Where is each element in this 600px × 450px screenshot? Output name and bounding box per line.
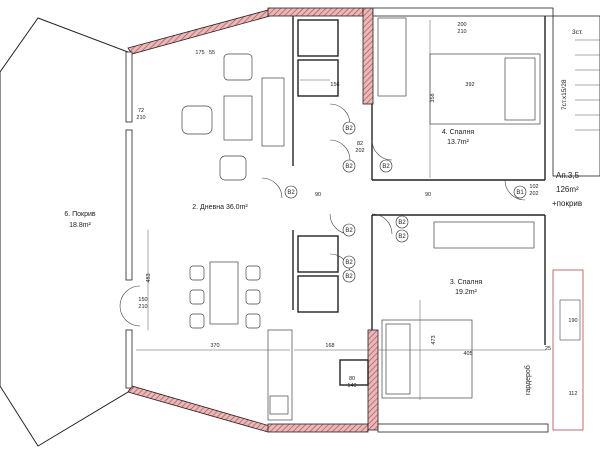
dim-210c: 210 bbox=[457, 29, 466, 35]
dim-112: 112 bbox=[569, 391, 578, 397]
dim-90b: 90 bbox=[425, 192, 431, 198]
living-name: 2. Дневна 36.0m² bbox=[192, 204, 248, 211]
living-furniture bbox=[181, 53, 293, 421]
apartment-info: Ап.3,5 126m² +покрив bbox=[552, 171, 582, 208]
dim-175: 175 bbox=[195, 50, 204, 56]
door-tag-b2-c: B2 bbox=[382, 164, 390, 170]
door-tag-b2-e: B2 bbox=[345, 228, 353, 234]
dim-156: 156 bbox=[330, 82, 339, 88]
interior-walls bbox=[292, 16, 546, 386]
dim-190: 190 bbox=[568, 318, 577, 324]
door-tag-b2-i: B2 bbox=[345, 274, 353, 280]
door-tag-b2-f: B2 bbox=[398, 220, 406, 226]
dim-72: 72 bbox=[138, 108, 144, 114]
bedroom3-area: 19.2m² bbox=[455, 289, 477, 296]
dim-358: 358 bbox=[430, 93, 436, 102]
door-tag-b2-b: B2 bbox=[345, 164, 353, 170]
dim-55: 55 bbox=[209, 50, 215, 56]
terrace-area: 6. Покрив 18.8m² bbox=[0, 17, 129, 447]
terrace-area-value: 18.8m² bbox=[69, 222, 91, 229]
bedroom4-name: 4. Спалня bbox=[442, 129, 474, 136]
door-tag-b2-g: B2 bbox=[398, 234, 406, 240]
staircase: 7ст.x15/28 3ст. bbox=[552, 15, 600, 177]
apartment-area: 126m² bbox=[556, 185, 579, 194]
wardrobe-partition bbox=[552, 269, 584, 431]
dim-370: 370 bbox=[210, 343, 219, 349]
dim-405: 405 bbox=[463, 351, 472, 357]
door-tag-b2-h: B2 bbox=[345, 260, 353, 266]
dim-82: 82 bbox=[357, 141, 363, 147]
dimension-lines bbox=[136, 20, 546, 400]
dim-473: 473 bbox=[431, 335, 437, 344]
dim-483: 483 bbox=[146, 273, 152, 282]
bedroom-furniture bbox=[377, 17, 541, 399]
door-tags: B2 B2 B2 B2 B2 B2 B2 B2 B2 B1 bbox=[284, 121, 527, 283]
dim-200: 200 bbox=[457, 22, 466, 28]
wardrobe-name: гардероб bbox=[524, 365, 532, 395]
door-tag-b1: B1 bbox=[516, 190, 524, 196]
dim-80: 80 bbox=[349, 376, 355, 382]
dim-392: 392 bbox=[465, 82, 474, 88]
dim-140: 140 bbox=[347, 383, 356, 389]
dimension-labels: 72 210 150 210 483 370 168 405 473 392 3… bbox=[136, 22, 577, 397]
apartment-extra: +покрив bbox=[552, 199, 582, 208]
dim-202b: 202 bbox=[529, 191, 538, 197]
dim-168: 168 bbox=[325, 343, 334, 349]
dim-210b: 210 bbox=[138, 304, 147, 310]
door-tag-b2-a: B2 bbox=[345, 126, 353, 132]
dim-202: 202 bbox=[355, 148, 364, 154]
dim-25: 25 bbox=[545, 346, 551, 352]
dim-90a: 90 bbox=[315, 192, 321, 198]
bedroom4-area: 13.7m² bbox=[447, 139, 469, 146]
door-tag-b2-d: B2 bbox=[287, 190, 295, 196]
dim-102: 102 bbox=[529, 184, 538, 190]
terrace-name: 6. Покрив bbox=[64, 211, 96, 218]
dim-150: 150 bbox=[138, 297, 147, 303]
dim-210a: 210 bbox=[136, 115, 145, 121]
stairs-label-top: 3ст. bbox=[572, 29, 583, 36]
apartment-label: Ап.3,5 bbox=[556, 171, 580, 180]
exterior-walls bbox=[125, 7, 554, 433]
bedroom3-name: 3. Спалня bbox=[450, 279, 482, 286]
stairs-label: 7ст.x15/28 bbox=[561, 79, 568, 110]
